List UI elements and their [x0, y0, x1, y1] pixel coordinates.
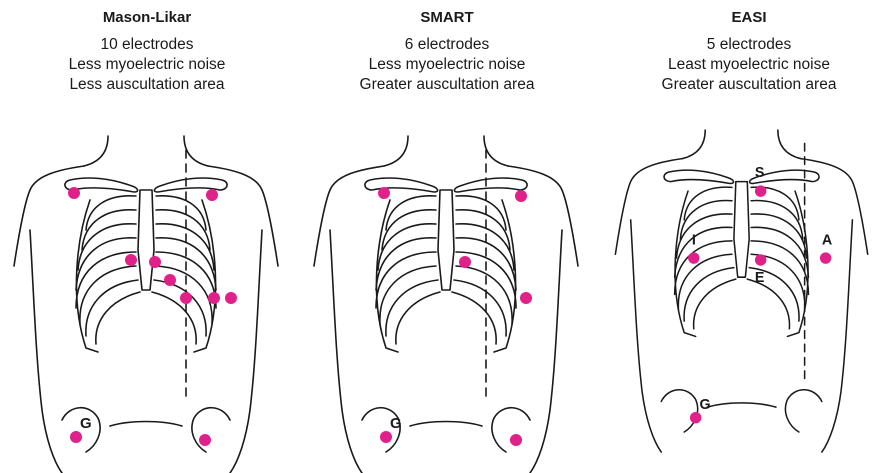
rib-left [386, 280, 438, 336]
iliac-crest-right [492, 408, 530, 452]
neck-left [384, 136, 408, 166]
electrode-ra [378, 187, 390, 199]
flank-right [530, 230, 562, 473]
electrode-v1 [459, 256, 471, 268]
electrode-a [820, 252, 831, 263]
torso-diagram: G [0, 0, 294, 473]
flank-left [30, 230, 62, 473]
label-e: E [755, 270, 765, 286]
electrode-ground [70, 431, 82, 443]
rib-left [694, 279, 736, 329]
flank-left [330, 230, 362, 473]
panel-smart: SMART 6 electrodes Less myoelectric nois… [300, 0, 594, 473]
waist-line [410, 422, 482, 427]
flank-right [230, 230, 262, 473]
electrode-v6 [225, 292, 237, 304]
shoulder-left [615, 159, 682, 255]
electrode-ground [380, 431, 392, 443]
shoulder-left [314, 166, 384, 266]
shoulder-right [801, 159, 868, 255]
rib-left [396, 292, 440, 344]
electrode-v4 [180, 292, 192, 304]
shoulder-right [508, 166, 578, 266]
label-i: I [692, 233, 696, 249]
electrode-la [515, 190, 527, 202]
panel-mason-likar: Mason-Likar 10 electrodes Less myoelectr… [0, 0, 294, 473]
electrode-v2 [149, 256, 161, 268]
neck-right [484, 136, 508, 166]
electrode-v3 [164, 274, 176, 286]
rib-right [452, 292, 496, 344]
clavicle-left [365, 178, 438, 192]
ground-label: G [390, 415, 402, 432]
iliac-crest-left [661, 390, 697, 432]
label-s: S [755, 165, 765, 181]
flank-left [631, 220, 662, 452]
panel-easi: EASI 5 electrodes Least myoelectric nois… [602, 0, 883, 473]
iliac-crest-right [192, 408, 230, 452]
electrode-v5 [208, 292, 220, 304]
clavicle-right [154, 178, 227, 192]
electrode-i [688, 252, 699, 263]
clavicle-right [454, 178, 527, 192]
rib-right [747, 279, 789, 329]
clavicle-left [664, 170, 734, 183]
rib-right [454, 280, 506, 336]
torso-diagram: S A E I G [602, 0, 883, 473]
neck-left [84, 136, 108, 166]
iliac-crest-right [785, 390, 821, 432]
rib-left [96, 292, 140, 344]
electrode-ll [199, 434, 211, 446]
ground-label: G [699, 397, 710, 413]
electrode-v6 [520, 292, 532, 304]
shoulder-left [14, 166, 84, 266]
neck-right [184, 136, 208, 166]
electrodes [688, 185, 831, 423]
waist-line [707, 403, 776, 407]
rib-right [154, 280, 206, 336]
electrode-v1 [125, 254, 137, 266]
label-a: A [822, 233, 832, 249]
ground-label: G [80, 415, 92, 432]
sternum [138, 190, 154, 290]
rib-left [684, 268, 734, 322]
rib-left [86, 280, 138, 336]
electrode-ground [690, 412, 701, 423]
sternum [438, 190, 454, 290]
sternum [734, 182, 749, 278]
electrode-ll [510, 434, 522, 446]
electrode-e [755, 254, 766, 265]
torso-diagram: G [300, 0, 594, 473]
neck-right [778, 130, 801, 159]
shoulder-right [208, 166, 278, 266]
waist-line [110, 422, 182, 427]
electrode-s [755, 185, 766, 196]
electrode-la [206, 189, 218, 201]
neck-left [682, 130, 705, 159]
electrode-ra [68, 187, 80, 199]
